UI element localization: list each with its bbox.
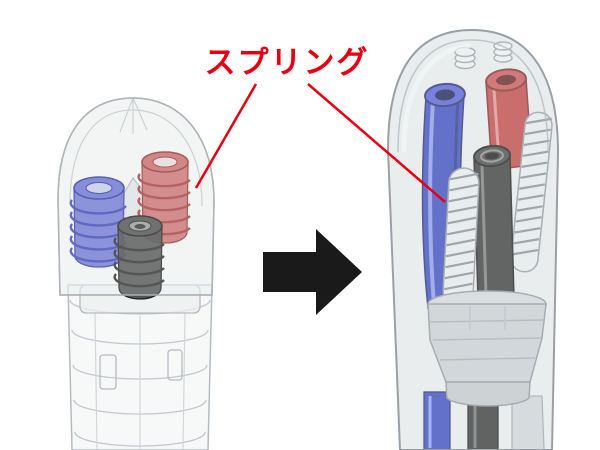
right-gray-rod: [511, 395, 545, 450]
left-black-top-hole-center: [134, 224, 146, 229]
left-barrel-edge-lines: [94, 312, 186, 450]
right-inner-shell-line: [397, 39, 549, 153]
left-apex-detail-lines: [119, 97, 148, 134]
leader-line-left: [194, 83, 258, 189]
left-blue-top-hole: [85, 182, 113, 194]
right-black-refill: [473, 144, 515, 301]
spring-callout: スプリング: [194, 45, 446, 203]
mechanism-band-lines: [429, 319, 545, 361]
left-black-spring-coils: [113, 237, 165, 288]
right-blue-rod: [423, 391, 451, 450]
right-black-top-hole: [485, 152, 499, 160]
right-spring-right: [510, 111, 553, 273]
right-black-top-collar: [480, 149, 504, 163]
right-black-highlight: [480, 164, 488, 296]
left-blue-spring-coils: [69, 199, 127, 263]
spring-label: スプリング: [205, 45, 370, 80]
left-red-top-hole: [152, 156, 178, 168]
left-blue-refill: [69, 176, 127, 268]
right-blue-top-hole: [435, 89, 455, 101]
leader-line-right: [307, 83, 446, 203]
left-slot-detail-2: [167, 349, 183, 381]
left-lower-body: [67, 284, 213, 450]
right-shell-overlay: [386, 28, 560, 450]
left-black-refill: [113, 215, 165, 300]
mechanism-lower-collar: [445, 381, 531, 407]
right-shell-highlight: [401, 43, 471, 153]
left-red-spring-coils: [137, 173, 191, 236]
right-red-top-hole: [496, 74, 516, 86]
right-bottom-rods: [423, 391, 545, 450]
spring-coil-lines: [512, 117, 552, 256]
mechanism-notch-lines: [469, 306, 506, 330]
right-assembly-illustration: [386, 28, 560, 450]
left-slot-detail-1: [99, 354, 117, 390]
spring-coil-lines: [443, 172, 479, 302]
right-mechanism: [427, 290, 547, 407]
left-shell-overlay: [57, 97, 215, 296]
right-blue-highlight: [428, 99, 436, 306]
left-assembly-illustration: [57, 97, 215, 450]
transition-arrow-icon: [263, 229, 362, 315]
